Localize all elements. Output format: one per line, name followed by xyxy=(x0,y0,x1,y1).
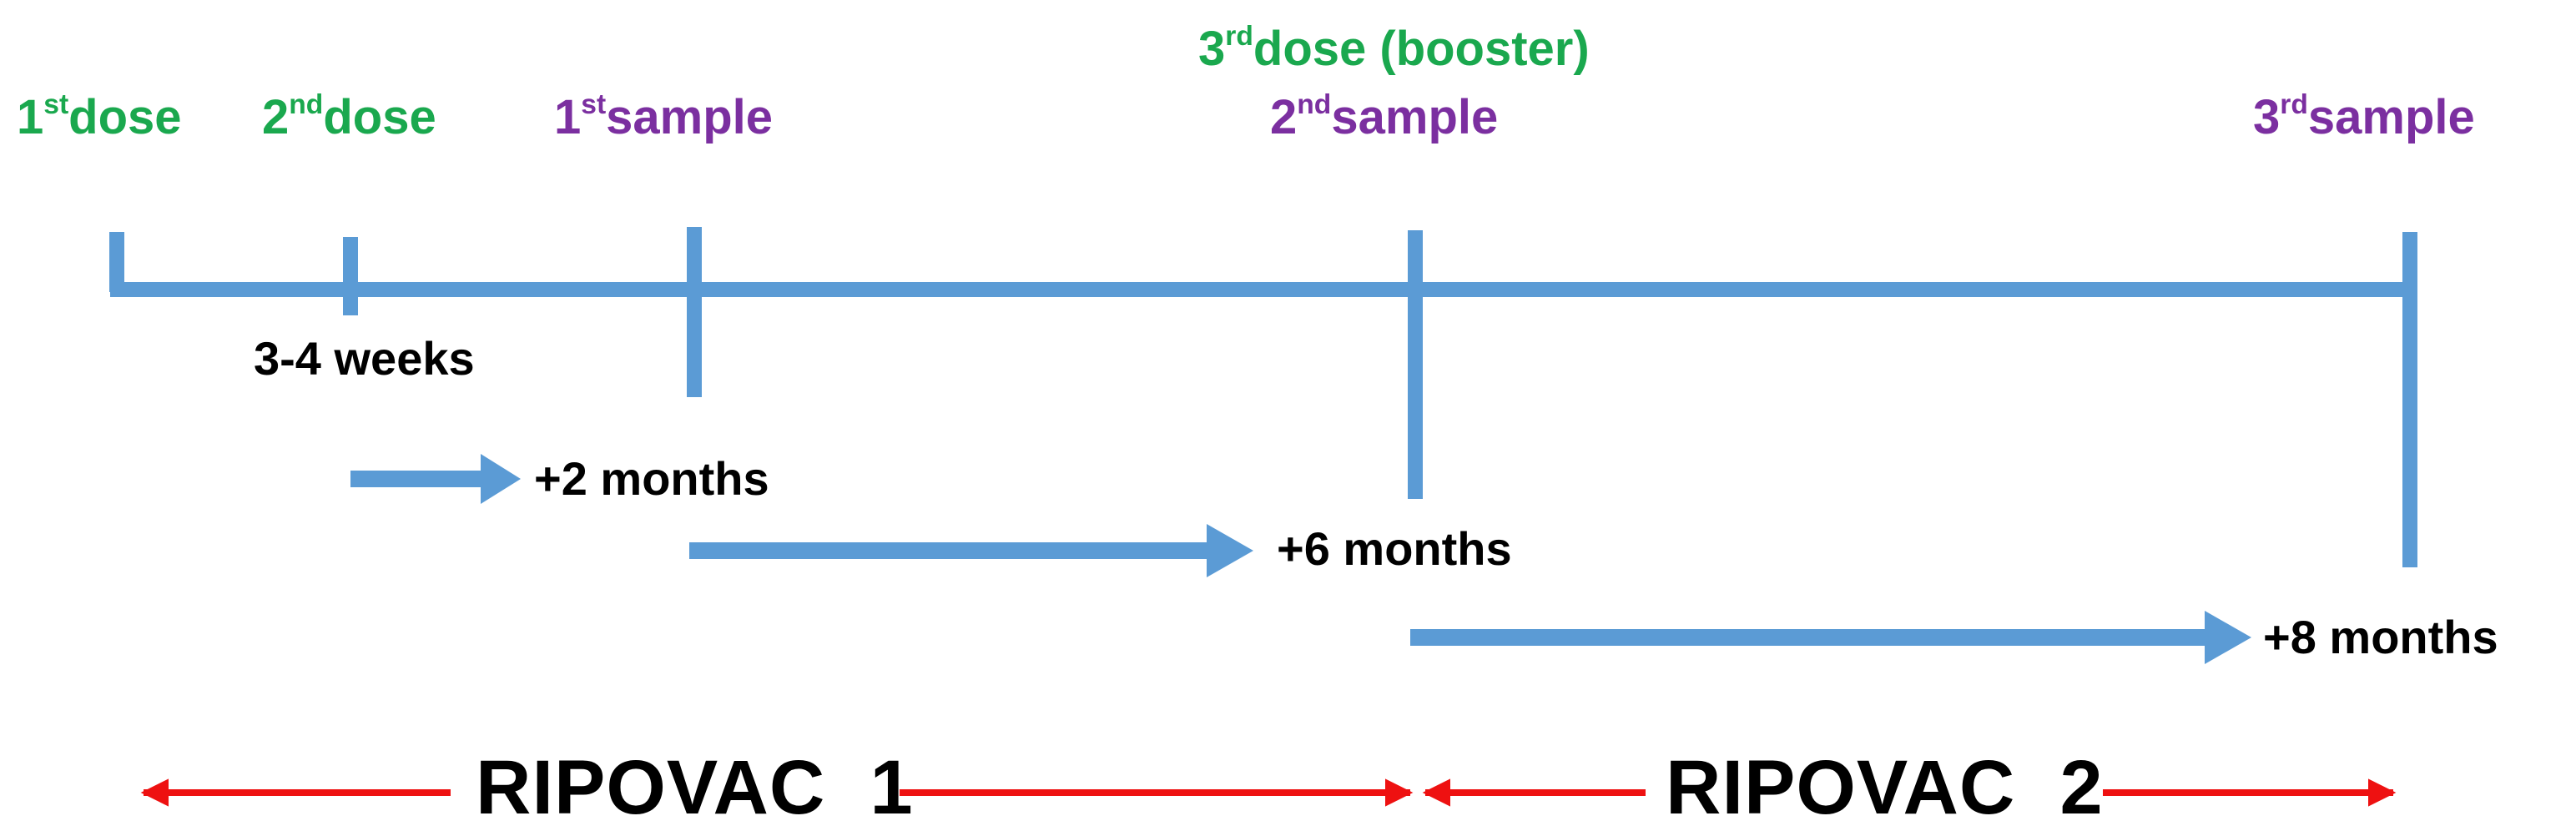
sample-label-second: 2ndsample xyxy=(1270,88,1499,144)
arrow-six-months xyxy=(689,524,1253,577)
dose-label-third: 3rddose (booster) xyxy=(1198,20,1590,76)
interval-label-weeks: 3-4 weeks xyxy=(254,332,475,385)
study-label-ripovac-2: RIPOVAC 2 xyxy=(1666,745,2104,830)
study-label-ripovac-1: RIPOVAC 1 xyxy=(476,745,914,830)
sample-label-third: 3rdsample xyxy=(2253,88,2475,144)
dose-label-second: 2nddose xyxy=(262,88,436,144)
arrow-two-months xyxy=(350,454,521,504)
interval-label-eight-months: +8 months xyxy=(2263,611,2498,663)
sample-label-first: 1stsample xyxy=(554,88,774,144)
interval-label-six-months: +6 months xyxy=(1277,522,1512,575)
interval-label-two-months: +2 months xyxy=(534,452,769,505)
arrow-eight-months xyxy=(1410,611,2251,664)
dose-label-first: 1stdose xyxy=(17,88,182,144)
